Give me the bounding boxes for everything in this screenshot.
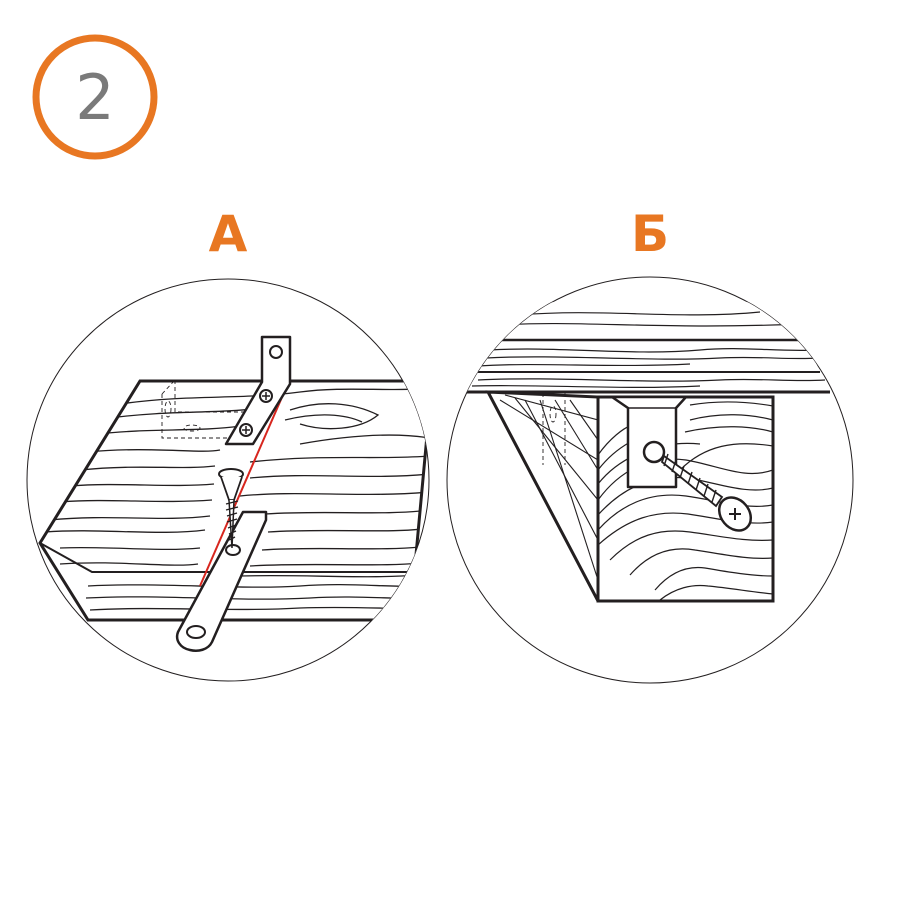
panel-b-label: Б bbox=[631, 205, 669, 263]
panel-a bbox=[26, 278, 430, 682]
step-badge: 2 bbox=[32, 34, 158, 160]
metal-strap-icon bbox=[175, 510, 268, 652]
step-number: 2 bbox=[75, 61, 114, 134]
screw-icon bbox=[218, 468, 244, 549]
wood-plank-icon bbox=[466, 291, 830, 394]
metal-strap-icon bbox=[224, 335, 292, 446]
screw-icon bbox=[660, 453, 753, 532]
panel-a-label: А bbox=[209, 205, 248, 263]
panel-b bbox=[446, 276, 854, 684]
wood-board-icon bbox=[38, 379, 429, 622]
screw-head-icon bbox=[239, 423, 253, 437]
screw-head-icon bbox=[259, 389, 273, 403]
joint-guide-line bbox=[199, 380, 290, 587]
step-badge-ring bbox=[32, 34, 158, 160]
